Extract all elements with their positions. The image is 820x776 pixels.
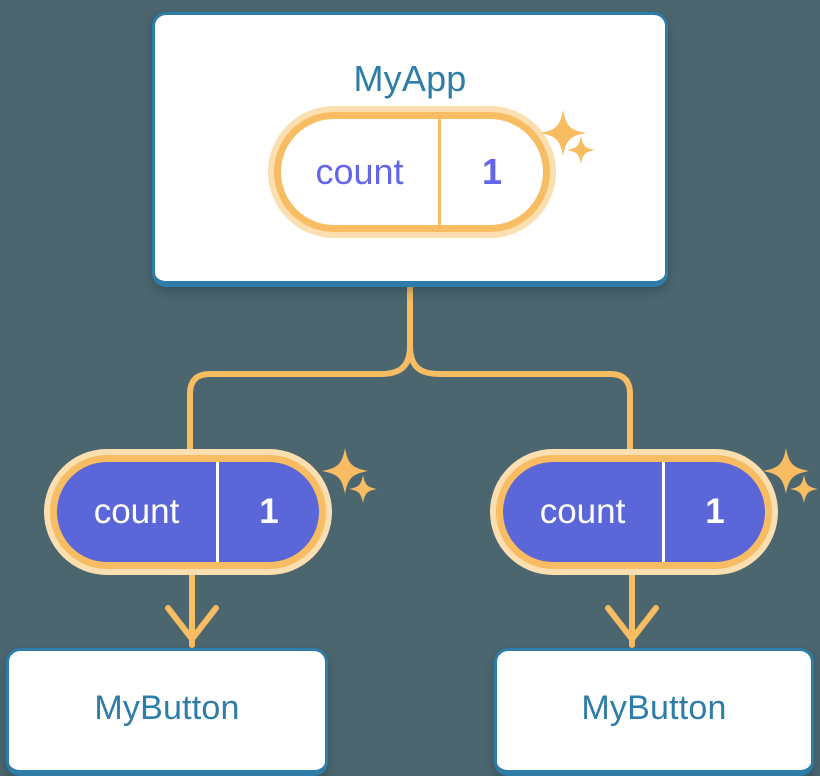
sparkle-icon: [790, 475, 818, 503]
branch-right: [407, 343, 633, 452]
state-value: 1: [259, 492, 279, 531]
state-key: count: [57, 462, 219, 562]
mybutton-state-pill-left[interactable]: count 1: [44, 449, 332, 575]
state-value: 1: [705, 492, 725, 531]
arrow-head-right: [605, 605, 659, 642]
pill-inner: count 1: [50, 455, 326, 569]
branch-left: [187, 343, 413, 452]
pill-inner: count 1: [274, 112, 550, 232]
state-key: count: [503, 462, 665, 562]
mybutton-title-left: MyButton: [94, 689, 240, 727]
mybutton-card-right[interactable]: MyButton: [494, 648, 814, 776]
mybutton-card-left[interactable]: MyButton: [6, 648, 328, 776]
state-key: count: [281, 119, 441, 225]
pill-inner: count 1: [496, 455, 772, 569]
state-value: 1: [481, 151, 503, 192]
mybutton-title-right: MyButton: [581, 689, 727, 727]
sparkle-icon: [349, 475, 377, 503]
mybutton-state-pill-right[interactable]: count 1: [490, 449, 778, 575]
myapp-state-pill[interactable]: count 1: [268, 106, 556, 238]
arrow-head-left: [165, 605, 219, 642]
myapp-title: MyApp: [353, 58, 467, 99]
sparkle-icon: [322, 448, 368, 494]
